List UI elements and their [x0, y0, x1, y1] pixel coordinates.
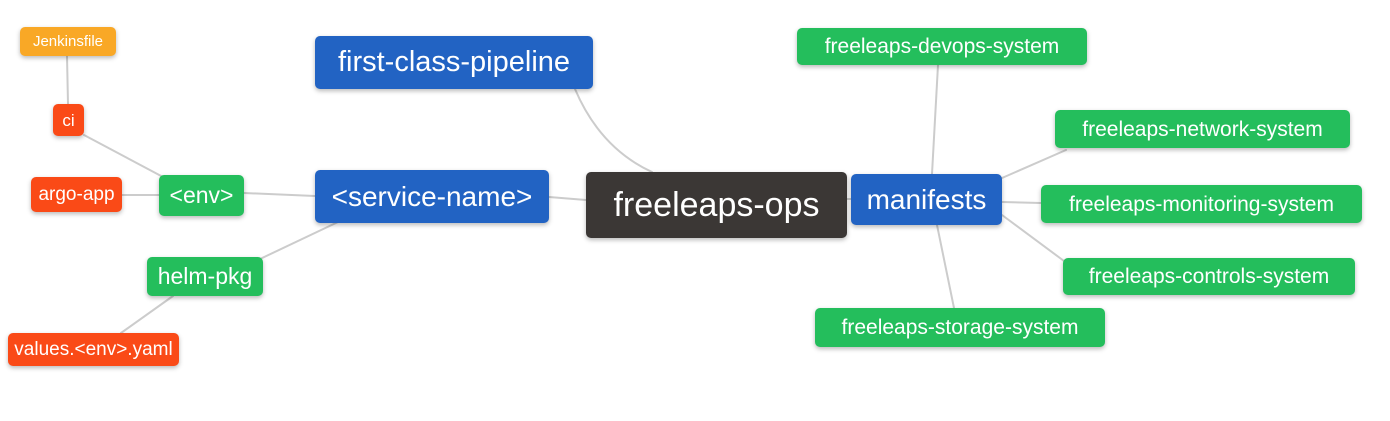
- node-manifests[interactable]: manifests: [851, 174, 1002, 225]
- node-freeleaps-devops-system[interactable]: freeleaps-devops-system: [797, 28, 1087, 65]
- node-freeleaps-network-system[interactable]: freeleaps-network-system: [1055, 110, 1350, 148]
- node-values-env-yaml[interactable]: values.<env>.yaml: [8, 333, 179, 366]
- node-jenkinsfile[interactable]: Jenkinsfile: [20, 27, 116, 56]
- node-env[interactable]: <env>: [159, 175, 244, 216]
- edge-helm-pkg-to-service-name: [259, 221, 339, 260]
- edge-jenkinsfile-to-ci: [66, 55, 69, 105]
- edge-values-env-yaml-to-helm-pkg: [120, 295, 174, 334]
- node-freeleaps-controls-system[interactable]: freeleaps-controls-system: [1063, 258, 1355, 295]
- edge-manifests-to-freeleaps-network-system: [1001, 149, 1067, 179]
- edge-manifests-to-freeleaps-monitoring-system: [1001, 201, 1042, 204]
- node-freeleaps-ops[interactable]: freeleaps-ops: [586, 172, 847, 238]
- edge-ci-to-env: [83, 134, 164, 178]
- edge-manifests-to-freeleaps-controls-system: [1001, 214, 1065, 262]
- edge-first-class-pipeline-to-freeleaps-ops: [574, 88, 653, 173]
- node-helm-pkg[interactable]: helm-pkg: [147, 257, 263, 296]
- edge-service-name-to-freeleaps-ops: [548, 196, 587, 201]
- node-first-class-pipeline[interactable]: first-class-pipeline: [315, 36, 593, 89]
- node-freeleaps-storage-system[interactable]: freeleaps-storage-system: [815, 308, 1105, 347]
- node-argo-app[interactable]: argo-app: [31, 177, 122, 212]
- edge-env-to-service-name: [243, 192, 316, 197]
- node-service-name[interactable]: <service-name>: [315, 170, 549, 223]
- node-freeleaps-monitoring-system[interactable]: freeleaps-monitoring-system: [1041, 185, 1362, 223]
- edge-manifests-to-freeleaps-devops-system: [931, 64, 939, 175]
- node-ci[interactable]: ci: [53, 104, 84, 136]
- edge-manifests-to-freeleaps-storage-system: [936, 224, 955, 309]
